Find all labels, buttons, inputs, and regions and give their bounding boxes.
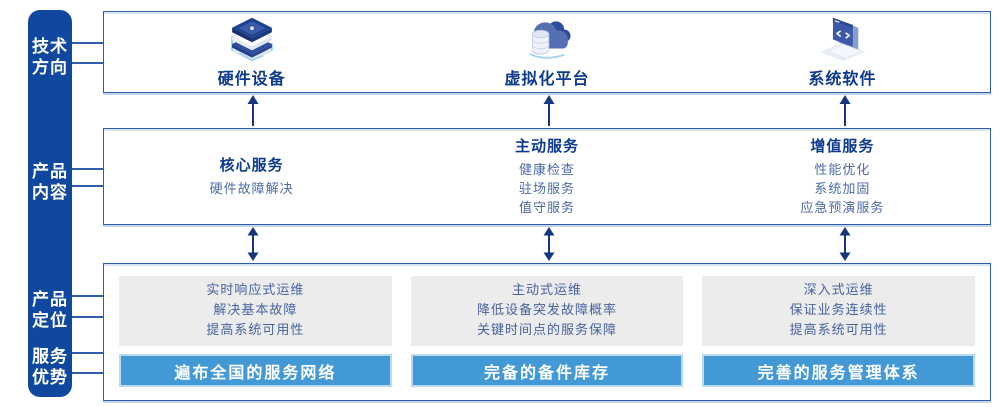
positioning-point: 深入式运维: [803, 283, 874, 298]
sidebar-label-line: 服务: [32, 347, 68, 367]
product-positioning-row: 实时响应式运维 解决基本故障 提高系统可用性 遍布全国的服务网络 主动式运维 降…: [103, 263, 991, 401]
service-item: 系统加固: [814, 182, 871, 197]
arrow-up-icon: [543, 95, 555, 126]
positioning-point: 解决基本故障: [213, 303, 298, 318]
tech-col-hardware: 硬件设备: [104, 12, 399, 92]
positioning-point: 提高系统可用性: [789, 323, 888, 338]
positioning-point: 提高系统可用性: [206, 323, 305, 338]
sidebar-label-service-advantage: 服务 优势: [28, 347, 72, 389]
tech-col-system-software: 系统软件: [695, 12, 990, 92]
positioning-col-indepth: 深入式运维 保证业务连续性 提高系统可用性 完善的服务管理体系: [702, 276, 976, 400]
product-content-row: 核心服务 硬件故障解决 主动服务 健康检查 驻场服务 值守服务 增值服务 性能优…: [103, 128, 991, 225]
cloud-database-icon: [517, 16, 577, 63]
positioning-panel: 实时响应式运维 解决基本故障 提高系统可用性: [119, 276, 392, 346]
positioning-point: 降低设备突发故障概率: [477, 303, 618, 318]
tech-label-virtualization: 虚拟化平台: [504, 68, 590, 88]
connector-line: [72, 42, 103, 44]
arrow-up-icon: [247, 95, 259, 126]
connector-line: [72, 352, 103, 354]
service-item: 值守服务: [518, 201, 575, 216]
tech-col-virtualization: 虚拟化平台: [399, 12, 694, 92]
sidebar-label-line: 技术: [32, 37, 68, 57]
advantage-label: 完善的服务管理体系: [757, 362, 920, 382]
arrow-double-icon: [543, 227, 555, 261]
sidebar-label-line: 内容: [32, 183, 68, 203]
positioning-col-realtime: 实时响应式运维 解决基本故障 提高系统可用性 遍布全国的服务网络: [119, 276, 392, 400]
connector-line: [72, 168, 103, 170]
service-item: 性能优化: [814, 163, 871, 178]
sidebar-label-line: 方向: [32, 58, 68, 78]
advantage-bar: 完备的备件库存: [410, 354, 684, 387]
arrow-double-icon: [247, 227, 259, 261]
tech-label-hardware: 硬件设备: [217, 68, 286, 88]
sidebar-label-line: 定位: [32, 311, 68, 331]
service-item: 健康检查: [518, 163, 575, 178]
connector-line: [72, 62, 103, 64]
sidebar: 技术 方向 产品 内容 产品 定位 服务 优势: [28, 10, 72, 397]
positioning-point: 保证业务连续性: [789, 303, 888, 318]
service-col-core: 核心服务 硬件故障解决: [104, 129, 399, 224]
tech-direction-row: 硬件设备 虚拟化平台: [103, 11, 991, 93]
service-title: 增值服务: [810, 137, 875, 155]
service-title: 主动服务: [514, 137, 579, 155]
code-window-icon: [812, 16, 872, 63]
arrow-up-icon: [839, 95, 851, 126]
advantage-label: 完备的备件库存: [484, 362, 611, 382]
sidebar-label-line: 优势: [32, 368, 68, 388]
positioning-panel: 主动式运维 降低设备突发故障概率 关键时间点的服务保障: [410, 276, 684, 346]
advantage-bar: 完善的服务管理体系: [702, 354, 976, 387]
service-col-proactive: 主动服务 健康检查 驻场服务 值守服务: [399, 129, 694, 224]
arrow-double-icon: [839, 227, 851, 261]
server-stack-icon: [222, 16, 282, 63]
service-title: 核心服务: [219, 156, 284, 174]
service-item: 驻场服务: [518, 182, 575, 197]
connector-line: [72, 372, 103, 374]
tech-label-system-software: 系统软件: [808, 68, 877, 88]
positioning-panel: 深入式运维 保证业务连续性 提高系统可用性: [702, 276, 976, 346]
connector-line: [72, 316, 103, 318]
sidebar-label-tech-direction: 技术 方向: [28, 37, 72, 79]
sidebar-label-product-content: 产品 内容: [28, 162, 72, 204]
connector-line: [72, 295, 103, 297]
positioning-point: 主动式运维: [512, 283, 583, 298]
service-item: 硬件故障解决: [209, 182, 294, 197]
positioning-point: 实时响应式运维: [206, 283, 305, 298]
positioning-point: 关键时间点的服务保障: [477, 323, 618, 338]
advantage-label: 遍布全国的服务网络: [174, 362, 337, 382]
service-item: 应急预演服务: [800, 201, 885, 216]
sidebar-label-product-positioning: 产品 定位: [28, 290, 72, 332]
positioning-col-proactive: 主动式运维 降低设备突发故障概率 关键时间点的服务保障 完备的备件库存: [410, 276, 684, 400]
service-col-value-added: 增值服务 性能优化 系统加固 应急预演服务: [695, 129, 990, 224]
sidebar-label-line: 产品: [32, 162, 68, 182]
sidebar-label-line: 产品: [32, 290, 68, 310]
advantage-bar: 遍布全国的服务网络: [119, 354, 392, 387]
connector-line: [72, 185, 103, 187]
